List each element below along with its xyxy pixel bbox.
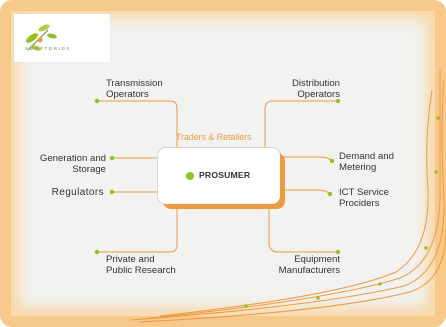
- node-dot: [109, 189, 115, 195]
- connector-transmission: [97, 100, 178, 148]
- node-dot: [109, 155, 115, 161]
- node-private-public-research: Private and Public Research: [106, 254, 176, 276]
- connector-ict: [280, 189, 331, 195]
- node-dot: [327, 191, 333, 197]
- node-transmission-line1: Transmission: [106, 78, 163, 89]
- node-generation-storage: Generation and Storage: [22, 153, 106, 175]
- connector-distribution: [264, 100, 338, 148]
- node-dot: [329, 158, 335, 164]
- prosumer-label: PROSUMER: [199, 170, 251, 180]
- node-demand-metering: Demand and Metering: [339, 151, 394, 173]
- node-dot: [335, 98, 341, 104]
- connector-research: [97, 206, 178, 253]
- prosumer-dot: [186, 172, 194, 180]
- leaf-sprig-logo-icon: [26, 24, 57, 51]
- node-equipment-line1: Equipment: [294, 254, 340, 265]
- node-ict-service: ICT Service Prociders: [339, 187, 389, 209]
- node-distribution-operators: Distribution Operators: [256, 78, 340, 100]
- node-demand-line1: Demand and: [339, 151, 394, 162]
- node-dot: [335, 249, 341, 255]
- logo-text: SMARTGRIDS: [25, 46, 71, 51]
- connector-demand: [280, 156, 333, 162]
- node-distribution-line2: Operators: [297, 89, 340, 100]
- node-research-line2: Public Research: [106, 265, 176, 276]
- logo: [14, 14, 110, 62]
- node-ict-line2: Prociders: [339, 198, 380, 209]
- node-ict-line1: ICT Service: [339, 187, 389, 198]
- node-regulators-line1: Regulators: [51, 187, 104, 198]
- node-research-line1: Private and: [106, 254, 155, 265]
- node-transmission-operators: Transmission Operators: [106, 78, 163, 100]
- node-equipment-line2: Manufacturers: [278, 265, 340, 276]
- node-transmission-line2: Operators: [106, 89, 149, 100]
- node-dot: [94, 98, 100, 104]
- node-generation-line1: Generation and: [39, 153, 106, 164]
- node-distribution-line1: Distribution: [292, 78, 340, 89]
- traders-retailers-label: Traders & Retailers: [176, 132, 252, 142]
- node-regulators: Regulators: [22, 187, 104, 198]
- connector-equipment: [268, 206, 338, 253]
- node-demand-line2: Metering: [339, 162, 377, 173]
- node-equipment-manufacturers: Equipment Manufacturers: [256, 254, 340, 276]
- node-dot: [94, 249, 100, 255]
- prosumer-box: [158, 148, 280, 204]
- node-generation-line2: Storage: [72, 164, 106, 175]
